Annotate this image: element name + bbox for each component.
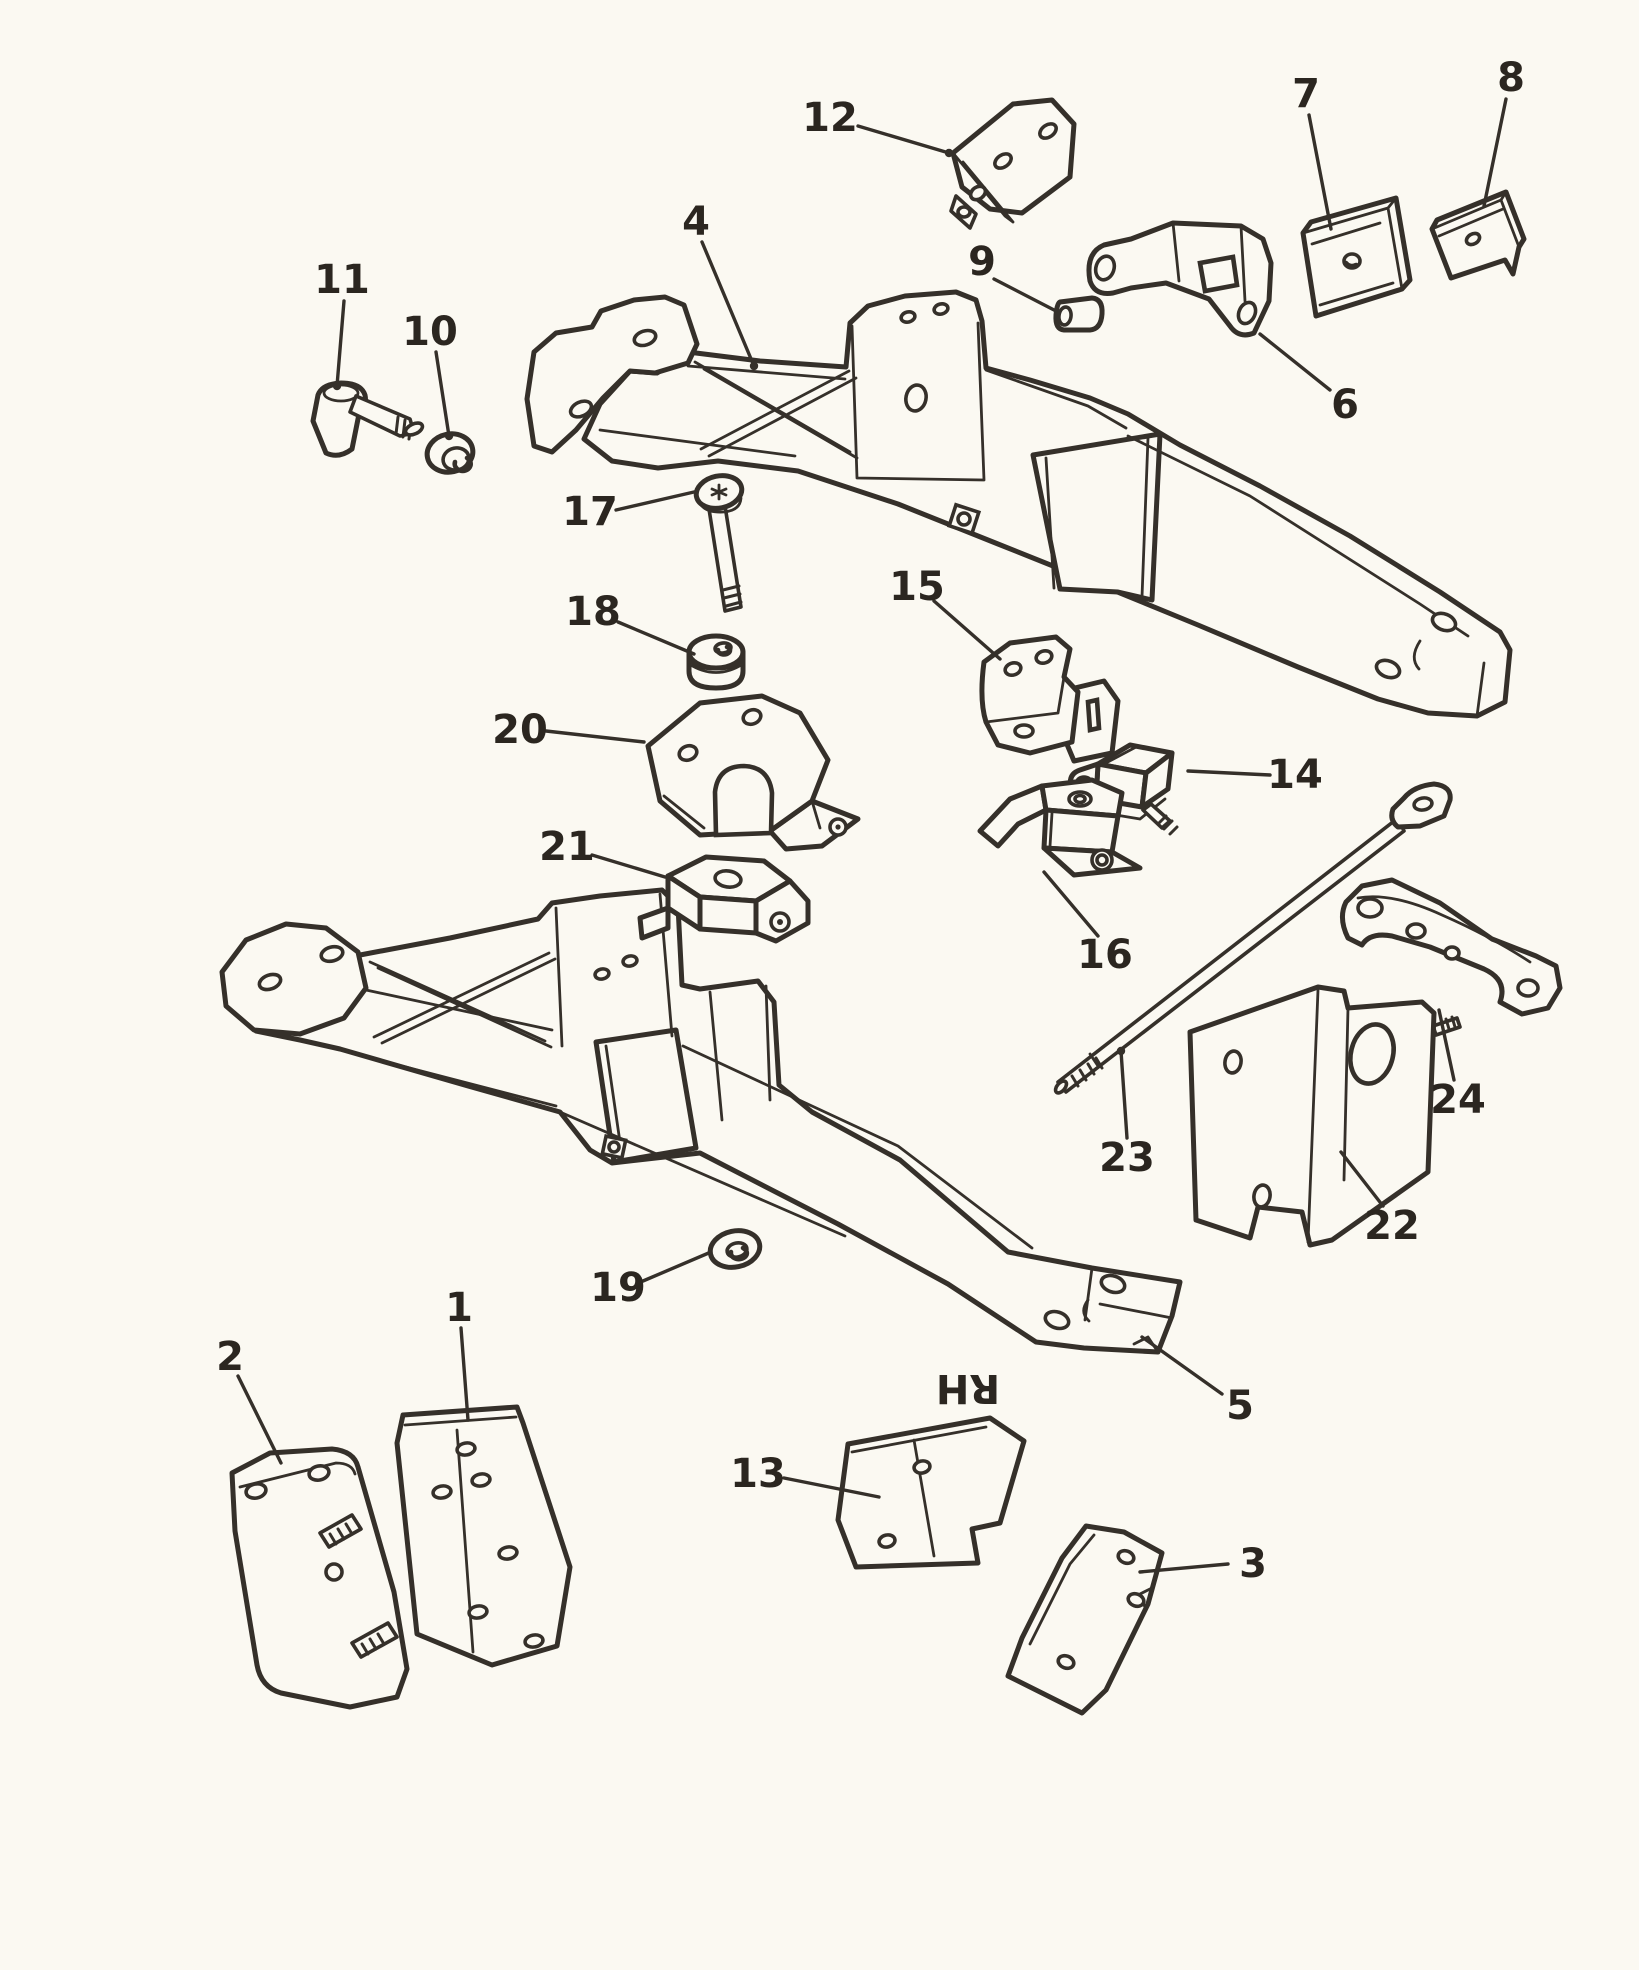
orientation-marker-rh: RH [936,1365,1000,1411]
callout-label-18: 18 [565,589,621,635]
part-22-mounting-plate [1187,984,1462,1248]
callout-label-7: 7 [1292,71,1320,117]
callout-label-6: 6 [1331,382,1359,428]
part-24-curved-bracket [1340,877,1563,1017]
callout-leader-4 [700,240,756,368]
callout-leader-22 [1339,1150,1385,1208]
callout-leader-2 [236,1374,283,1465]
part-7-packing-block [1300,195,1413,319]
callout-label-12: 12 [802,95,858,141]
callout-label-22: 22 [1364,1203,1420,1249]
callout-label-4: 4 [682,199,710,245]
callout-leader-6 [1258,332,1332,392]
callout-label-9: 9 [968,239,996,285]
parts-illustration [219,97,1563,1716]
callout-label-5: 5 [1226,1383,1254,1429]
callout-leader-dot-23 [1116,1046,1126,1056]
callout-leader-15 [932,599,1002,661]
x-brace [693,360,859,460]
part-2-mounting-plate [229,1446,410,1710]
callout-leader-dot-11 [332,381,342,391]
part-16-z-bracket [977,777,1143,878]
callout-leader-21 [590,853,667,879]
part-19-washer [707,1228,763,1270]
part-1-gearbox-bracket [394,1404,573,1668]
callout-label-14: 14 [1267,752,1323,798]
callout-leader-dot-10 [444,431,454,441]
callout-leader-20 [544,729,646,744]
callout-label-10: 10 [402,309,458,355]
callout-label-17: 17 [562,489,618,535]
callout-leader-10 [434,350,451,438]
part-23-tie-rod [1053,781,1453,1095]
part-17-long-bolt [693,473,745,613]
pedestal-flange [593,1027,699,1165]
callout-label-2: 2 [216,1334,244,1380]
callout-label-21: 21 [539,824,595,870]
callout-leader-1 [459,1326,470,1422]
callout-leader-3 [1138,1562,1230,1574]
part-4-front-crossmember [524,289,1513,719]
part-15-mount-bracket [979,634,1121,764]
part-6-support-bracket [1086,220,1274,338]
callout-leader-16 [1042,870,1100,938]
callout-label-8: 8 [1497,55,1525,101]
part-11-flanged-stud [310,380,425,458]
callout-leader-24 [1437,1008,1456,1082]
callout-leader-7 [1307,113,1333,231]
part-13-bracket-rh [835,1415,1027,1570]
saddle-flange [1030,431,1163,603]
part-20-mount-bracket [645,693,861,852]
callout-leader-23 [1119,1049,1129,1140]
part-18-rubber-pad [686,633,746,691]
callout-leader-9 [992,277,1058,313]
part-9-spacer-tube [1053,295,1105,333]
x-brace [368,951,557,1049]
callout-label-19: 19 [590,1265,646,1311]
callout-leader-5 [1140,1335,1224,1396]
callout-leader-11 [335,299,346,388]
part-21-channel-bracket [637,854,811,944]
callout-label-23: 23 [1099,1135,1155,1181]
callout-leader-dot-4 [749,361,759,371]
part-5-rear-crossmember [219,887,1183,1355]
callout-leader-dot-12 [944,148,954,158]
part-10-bush [424,431,476,475]
callout-leader-14 [1186,769,1272,777]
callout-leader-8 [1482,97,1508,208]
callout-label-11: 11 [314,257,370,303]
part-3-plate [1005,1523,1165,1716]
callout-label-13: 13 [730,1451,786,1497]
callout-label-20: 20 [492,707,548,753]
callout-label-16: 16 [1077,932,1133,978]
part-12-bracket-plate [949,97,1077,230]
callout-leader-17 [614,490,696,512]
callout-leader-12 [856,124,951,155]
callout-leader-13 [782,1476,881,1499]
callout-label-24: 24 [1430,1077,1486,1123]
callout-label-3: 3 [1239,1541,1267,1587]
part-8-packing-plate [1429,189,1527,281]
callout-leader-19 [641,1250,713,1283]
callout-label-1: 1 [445,1285,473,1331]
callout-leader-18 [616,620,696,656]
callout-label-15: 15 [889,564,945,610]
